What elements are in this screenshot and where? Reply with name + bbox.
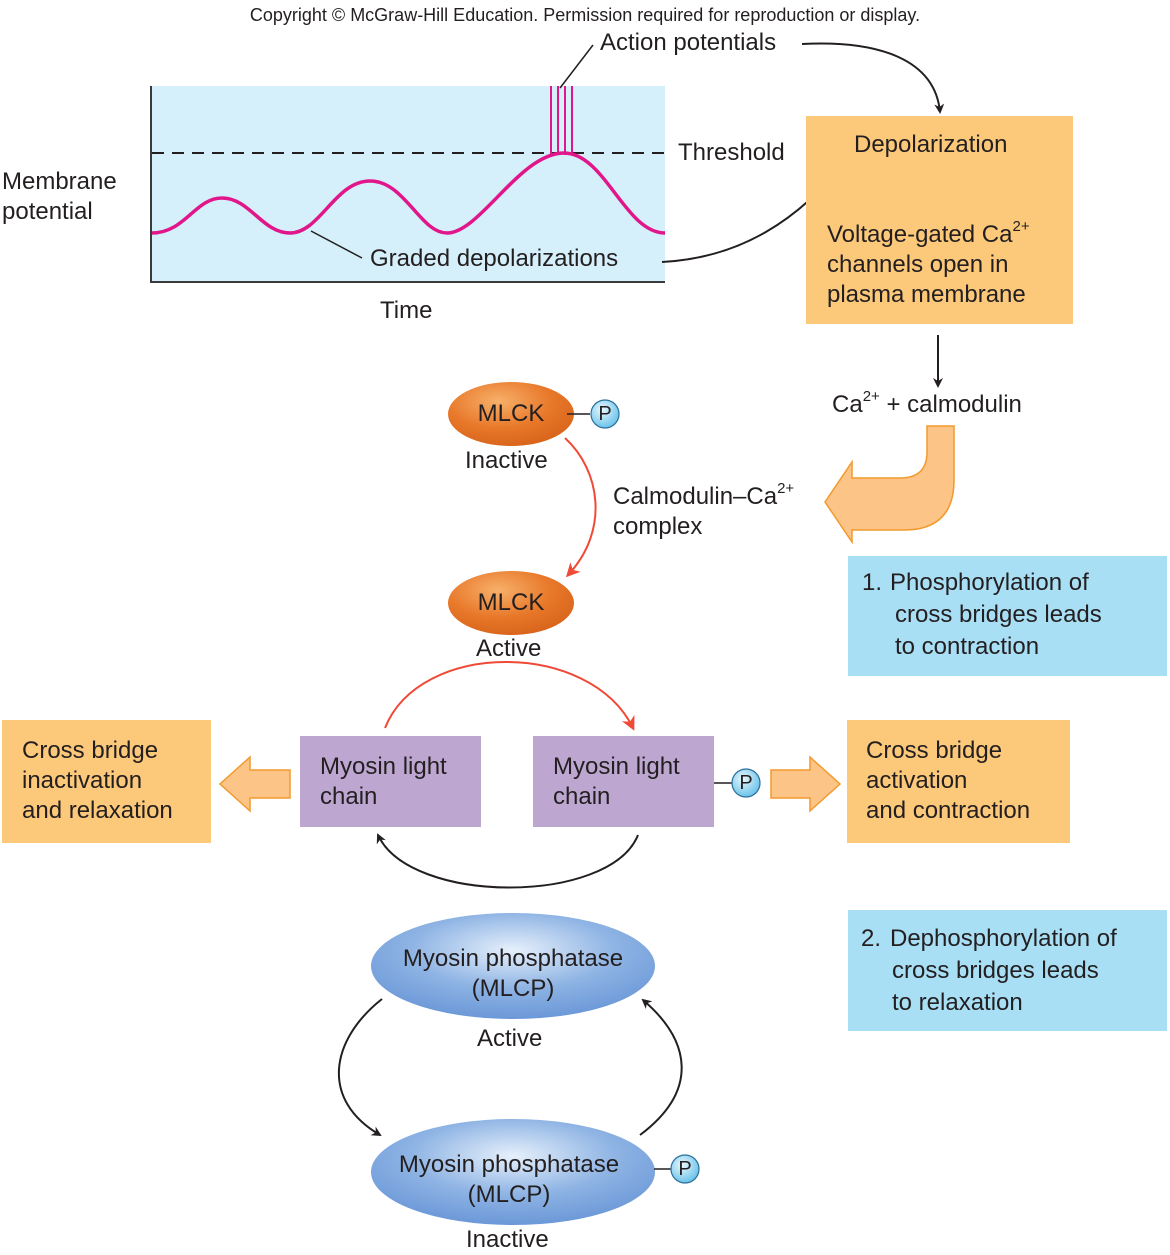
contraction-line3: and contraction [866,797,1031,824]
action-potential-spikes [550,86,573,155]
mlcp-active-ellipse [371,913,655,1019]
relaxation-line3: and relaxation [22,797,173,824]
depolarization-title: Depolarization [854,131,1008,158]
contraction-box: Cross bridge activation and contraction [847,720,1070,843]
mlcp-inactive-ellipse [371,1119,655,1225]
complex-sup: 2+ [777,480,795,497]
mlcp-inactive-line1: Myosin phosphatase [398,1151,620,1178]
mlck-activation-arrow [564,437,597,578]
step1-box: 1. Phosphorylation of cross bridges lead… [848,556,1167,676]
channels-line1-sup: 2+ [1012,218,1030,235]
mlcp-active-line1: Myosin phosphatase [402,945,624,972]
contraction-line1: Cross bridge [866,737,1003,764]
mlck-phosphate-circle [590,399,620,429]
mlck-inactive-label: MLCK [477,400,545,427]
mlc-phosphate-circle [731,768,761,798]
mlck-inactive-ellipse [448,382,574,446]
mlck-active-state: Active [476,635,542,662]
phosphorylation-arrow [384,661,635,731]
dephosphorylation-arrow [376,833,639,889]
graded-leader [310,230,363,259]
calmodulin-text: + calmodulin [879,391,1022,418]
step1-line3: to contraction [895,633,1040,660]
x-axis-label: Time [380,297,433,324]
step1-line1: Phosphorylation of [890,569,1089,596]
mlck-active-label: MLCK [477,589,545,616]
step2-line3: to relaxation [892,989,1023,1016]
mlc-left-line2: chain [320,783,378,810]
relaxation-block-arrow [218,755,291,813]
mlc-phosphate-label: P [739,772,753,794]
action-potentials-arrow [801,42,945,114]
contraction-line2: activation [866,767,968,794]
mlc-right-line1: Myosin light [553,753,680,780]
step2-number: 2. [861,925,882,952]
step1-line2: cross bridges leads [895,601,1102,628]
mlck-active-ellipse [448,571,574,635]
ca-calmodulin-label: Ca2+ + calmodulin [832,388,1022,420]
relaxation-box: Cross bridge inactivation and relaxation [2,720,211,843]
step2-box: 2. Dephosphorylation of cross bridges le… [848,910,1167,1031]
complex-text: Calmodulin–Ca [613,483,778,510]
complex-label-line2: complex [613,513,703,540]
channels-line1: Voltage-gated Ca2+ [827,218,1030,250]
membrane-trace [151,151,666,235]
ca-sup: 2+ [862,388,880,405]
mlcp-active-state: Active [477,1025,543,1052]
mlcp-phosphate-label: P [678,1158,692,1180]
channels-line3: plasma membrane [827,281,1026,308]
channels-line2: channels open in [827,251,1009,278]
graph-panel [150,86,665,282]
relaxation-line2: inactivation [22,767,143,794]
y-axis-label-line1: Membrane [2,168,117,195]
mlc-right-line2: chain [553,783,611,810]
depolarization-box: Depolarization Voltage-gated Ca2+ channe… [806,116,1073,324]
graded-depolarizations-label: Graded depolarizations [370,245,619,272]
relaxation-line1: Cross bridge [22,737,159,764]
mlc-left-line1: Myosin light [320,753,447,780]
step2-line1: Dephosphorylation of [890,925,1117,952]
mlcp-inactivation-arrow [337,998,383,1137]
mlck-phosphate-label: P [598,403,612,425]
action-potentials-label: Action potentials [600,29,777,56]
ca-text: Ca [832,391,863,418]
mlcp-phosphate-circle [670,1154,700,1184]
myosin-light-chain-box: Myosin light chain [300,736,481,827]
myosin-light-chain-phosphorylated-box: Myosin light chain [533,736,714,827]
complex-label-line1: Calmodulin–Ca2+ [613,480,795,512]
action-potentials-leader [559,44,594,89]
channels-line1-text: Voltage-gated Ca [827,221,1013,248]
mlck-inactive-state: Inactive [465,447,548,474]
mlcp-inactive-state: Inactive [466,1226,549,1253]
calmodulin-bent-arrow [824,425,955,545]
copyright-notice: Copyright © McGraw-Hill Education. Permi… [249,5,921,25]
mlcp-activation-arrow [639,998,683,1136]
y-axis-label-line2: potential [2,198,93,225]
threshold-label: Threshold [678,139,785,166]
mlcp-active-line2: (MLCP) [471,975,555,1002]
step1-number: 1. [862,569,883,596]
contraction-block-arrow [770,755,842,813]
mlcp-inactive-line2: (MLCP) [467,1181,551,1208]
step2-line2: cross bridges leads [892,957,1099,984]
